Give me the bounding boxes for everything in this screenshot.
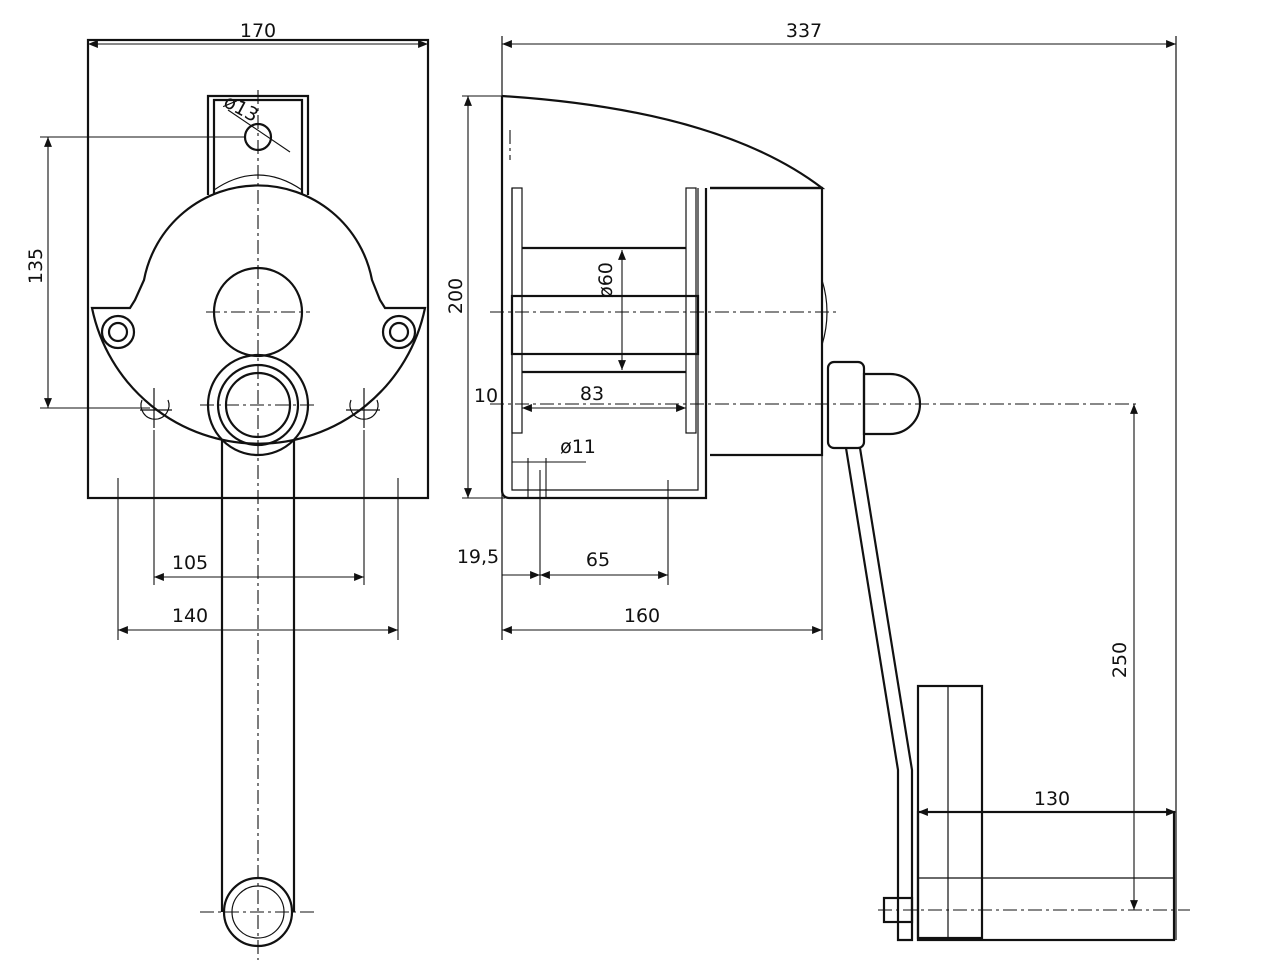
- dim-337-label: 337: [786, 20, 822, 42]
- dim-170-label: 170: [240, 20, 276, 42]
- gearbox-housing: [710, 186, 828, 457]
- bolt-marker-right: [346, 388, 380, 428]
- dim-200-label: 200: [445, 278, 467, 314]
- dim-83-label: 83: [580, 383, 604, 405]
- side-view: 337 200 ø60 10 83 ø11 19,5 65 160 250: [445, 20, 1190, 942]
- dim-65-label: 65: [586, 549, 610, 571]
- rope-drum: [510, 246, 700, 374]
- dim-250-label: 250: [1109, 642, 1131, 678]
- dim-105-label: 105: [172, 552, 208, 574]
- dim-135-label: 135: [25, 248, 47, 284]
- dim-10-label: 10: [474, 385, 498, 407]
- dim-140-label: 140: [172, 605, 208, 627]
- bolt-marker-left: [140, 388, 172, 428]
- crank-handle-side: [882, 684, 1176, 942]
- crank-arm-side: [844, 447, 914, 942]
- dim-130-label: 130: [1034, 788, 1070, 810]
- dim-drum-60-label: ø60: [595, 262, 617, 298]
- dim-19-5-label: 19,5: [457, 546, 499, 568]
- dim-160-label: 160: [624, 605, 660, 627]
- dim-hole-11-label: ø11: [560, 436, 596, 458]
- mounting-flange: [500, 96, 708, 500]
- crank-arm-front: [200, 440, 316, 948]
- front-view: 170 ø13 135 105 140: [25, 20, 430, 960]
- housing-body: [90, 184, 427, 445]
- curved-guard: [501, 94, 826, 190]
- mounting-screw-right: [381, 314, 417, 350]
- axle-knob: [826, 360, 922, 450]
- mounting-screw-left: [100, 314, 136, 350]
